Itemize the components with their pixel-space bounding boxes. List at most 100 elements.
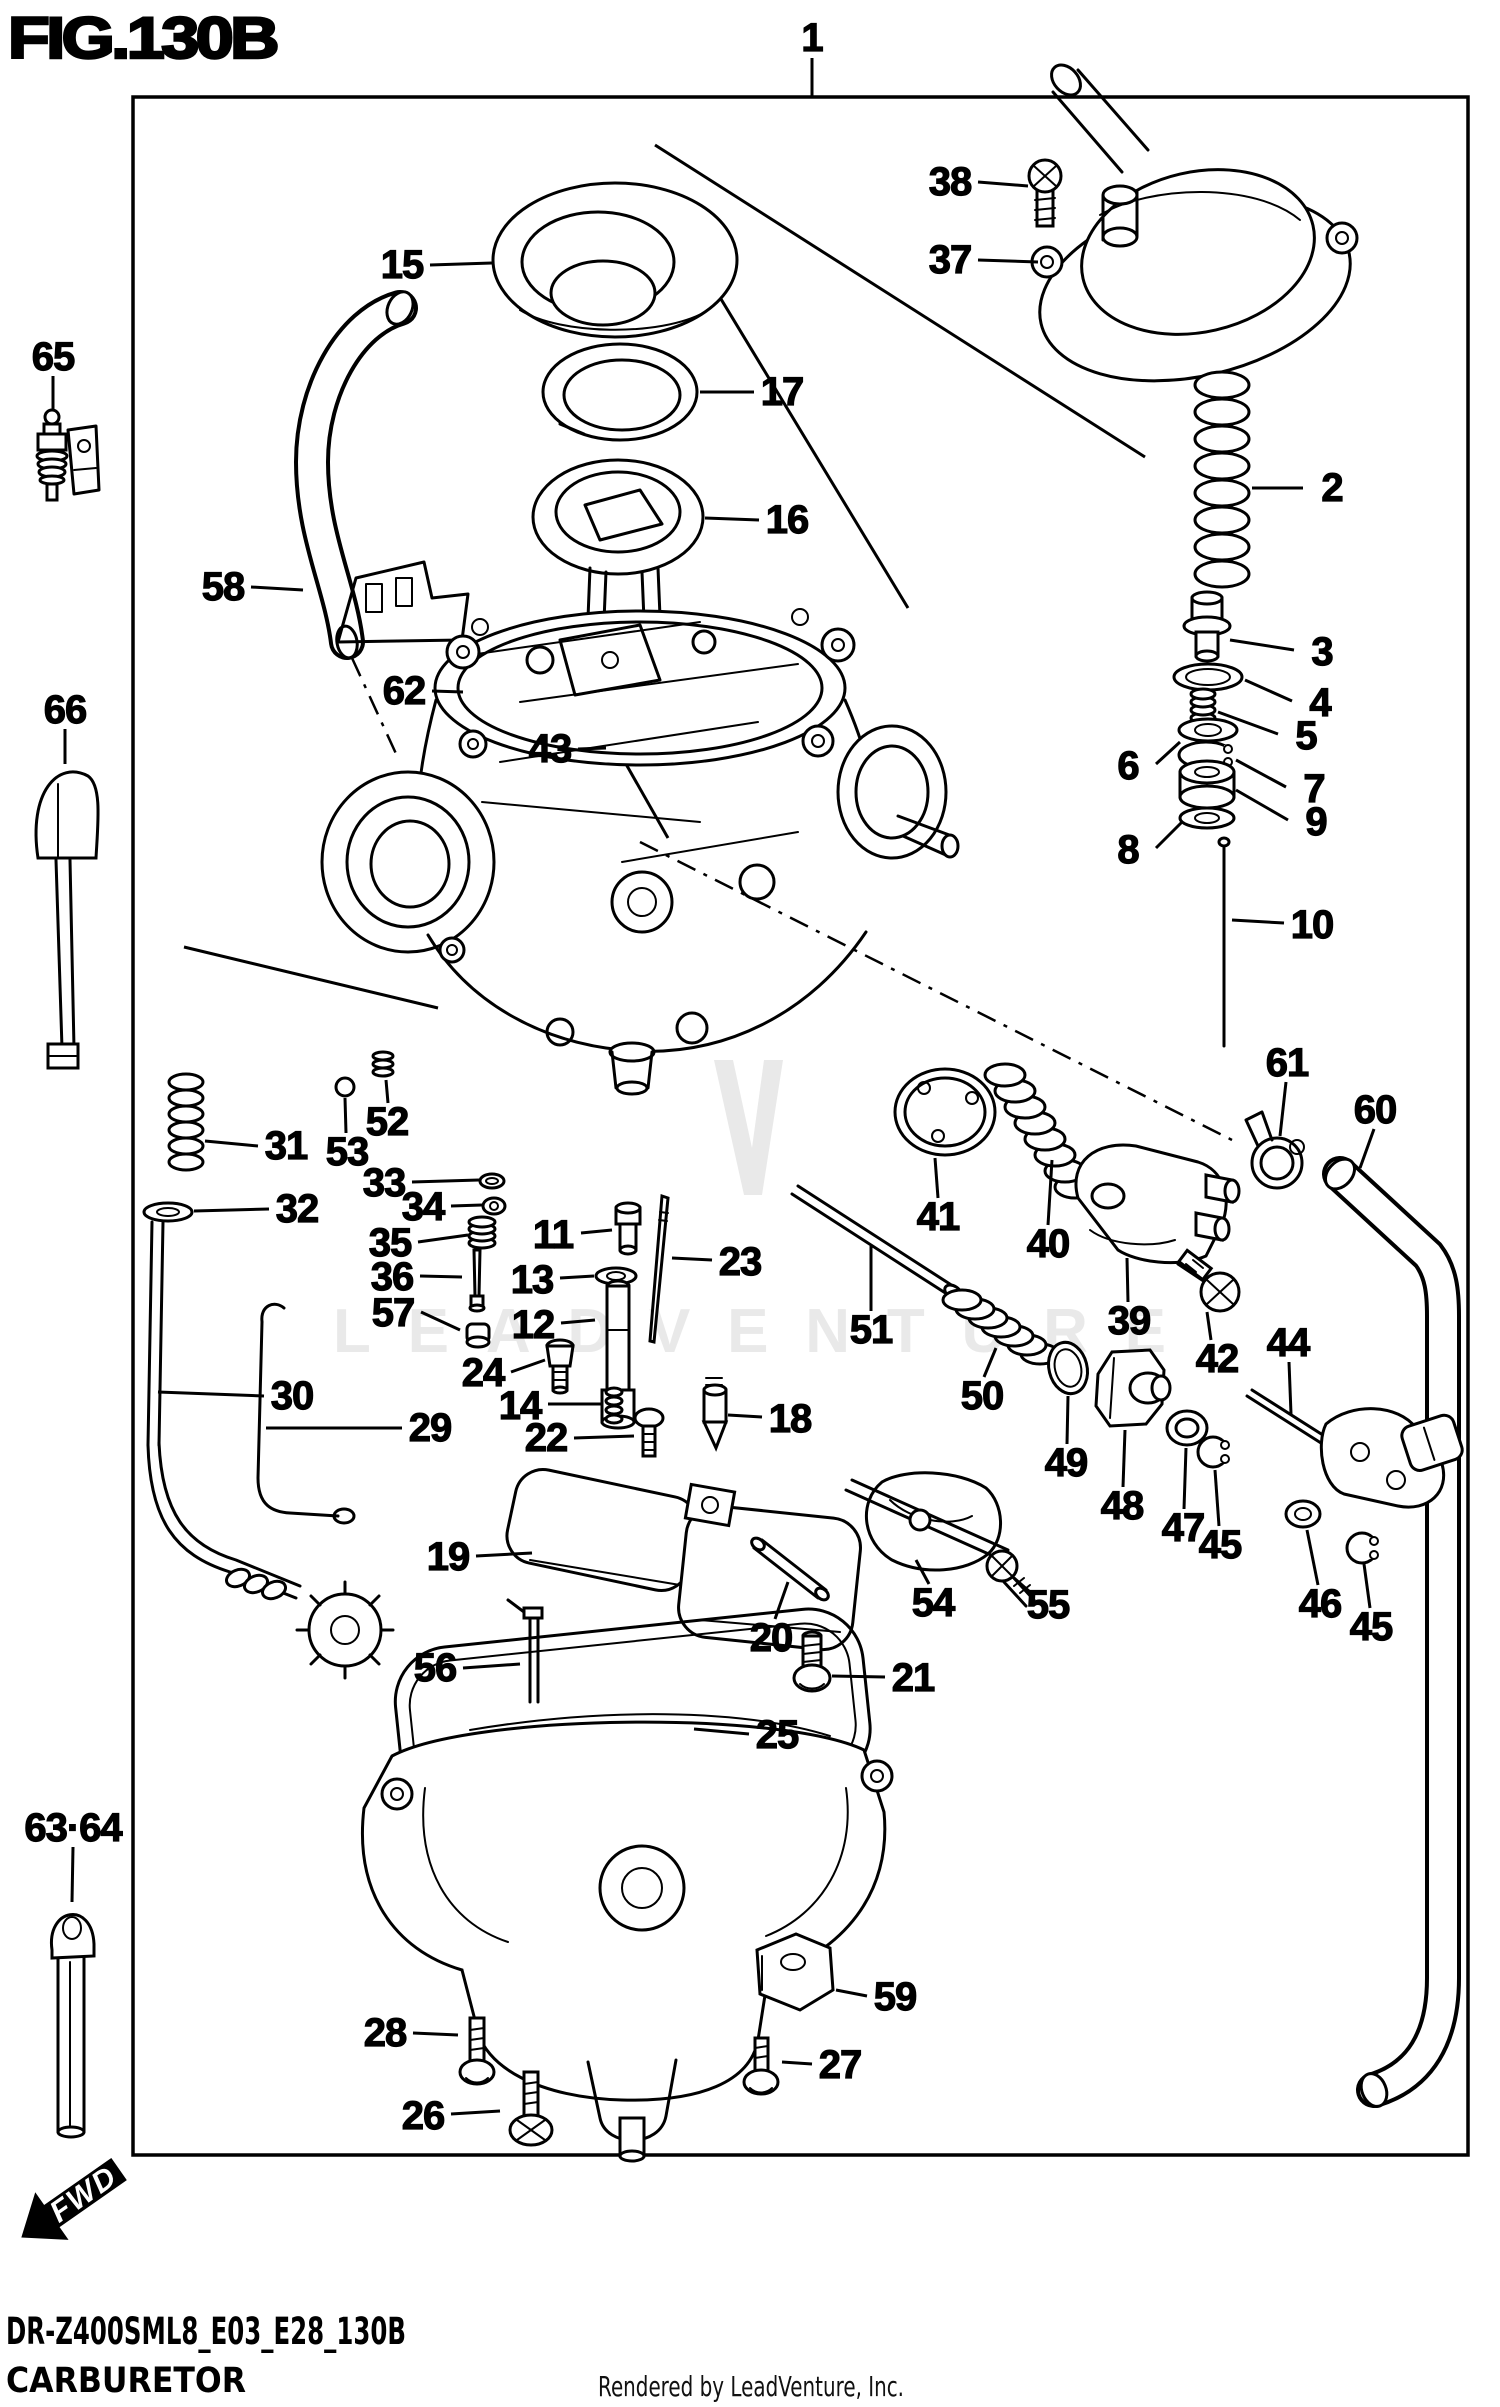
- leader-line-35: [417, 1233, 469, 1244]
- leader-line-28: [412, 2031, 459, 2037]
- part-callout-31: 31: [265, 1124, 308, 1168]
- part-callout-63·64: 63·64: [24, 1806, 123, 1850]
- part-callout-45: 45: [1350, 1605, 1393, 1649]
- leader-line-39: [1125, 1257, 1130, 1303]
- part-callout-29: 29: [409, 1406, 452, 1450]
- bracket-59-drawing: [755, 1932, 835, 2012]
- vent-hose-58-drawing: [293, 290, 418, 660]
- leader-line-57: [420, 1310, 461, 1332]
- part-callout-11: 11: [533, 1213, 574, 1257]
- sensor-66-drawing: [34, 770, 100, 1070]
- choke-spring-drawing: [142, 1072, 205, 1223]
- leader-line-60: [1358, 1128, 1376, 1169]
- leader-line-20: [773, 1581, 790, 1620]
- part-callout-58: 58: [202, 565, 245, 609]
- leader-line-6: [1154, 740, 1182, 766]
- leader-line-9: [1235, 788, 1289, 822]
- part-callout-6: 6: [1117, 744, 1138, 788]
- part-callout-22: 22: [525, 1416, 568, 1460]
- screw-21-drawing: [792, 1630, 832, 1693]
- part-callout-25: 25: [756, 1713, 799, 1757]
- part-callout-4: 4: [1309, 681, 1332, 725]
- part-callout-37: 37: [929, 238, 972, 282]
- leader-line-30: [157, 1390, 265, 1398]
- footer-credit: Rendered by LeadVenture, Inc.: [598, 2370, 904, 2403]
- leader-line-13: [559, 1274, 595, 1280]
- diaphragm-cover-drawing: [1030, 63, 1359, 383]
- part-callout-51: 51: [850, 1308, 893, 1352]
- part-callout-59: 59: [874, 1975, 917, 2019]
- leader-line-32: [193, 1207, 270, 1213]
- watermark-logo: [714, 1060, 783, 1195]
- carburetor-body-drawing: [320, 560, 960, 1096]
- screw-27-drawing: [742, 2036, 780, 2096]
- leader-line-19: [475, 1551, 533, 1558]
- part-callout-42: 42: [1196, 1337, 1239, 1381]
- leader-line-22: [573, 1434, 635, 1440]
- starter-plunger-drawing: [146, 1220, 395, 1680]
- leader-line-42: [1205, 1311, 1213, 1341]
- drain-hose-60-drawing: [1322, 1156, 1461, 2108]
- part-callout-56: 56: [414, 1646, 457, 1690]
- part-callout-5: 5: [1295, 714, 1317, 758]
- leader-line-41: [933, 1157, 940, 1199]
- float-pin-drawing: [506, 1598, 544, 1704]
- leader-line-43: [577, 746, 607, 751]
- part-callout-19: 19: [427, 1535, 470, 1579]
- leader-line-24: [510, 1358, 546, 1374]
- float-bowl-drawing: [361, 1713, 894, 2163]
- throttle-stop-set-drawing: [790, 1184, 1464, 1565]
- seat-ring-drawing: [491, 181, 739, 339]
- part-callout-12: 12: [512, 1303, 555, 1347]
- leader-line-23: [671, 1256, 713, 1262]
- part-callout-50: 50: [961, 1374, 1004, 1418]
- leader-line-56: [462, 1662, 521, 1670]
- leader-line-7: [1235, 758, 1287, 789]
- part-callout-17: 17: [761, 370, 804, 414]
- leader-line-12: [560, 1318, 596, 1325]
- part-callout-62: 62: [383, 669, 426, 713]
- leader-line-5: [1217, 710, 1279, 736]
- part-callout-53: 53: [326, 1130, 369, 1174]
- leader-line-16: [704, 516, 760, 522]
- part-callout-10: 10: [1291, 903, 1334, 947]
- leader-line-38: [977, 180, 1029, 188]
- part-callout-24: 24: [462, 1351, 506, 1395]
- part-callout-34: 34: [402, 1185, 446, 1229]
- part-callout-47: 47: [1162, 1506, 1205, 1550]
- leader-line-31: [204, 1139, 259, 1148]
- part-callout-15: 15: [381, 243, 424, 287]
- needle-holder-stack-drawing: [1172, 590, 1244, 1048]
- part-callout-13: 13: [511, 1258, 554, 1302]
- part-callout-61: 61: [1266, 1041, 1309, 1085]
- part-callout-3: 3: [1311, 630, 1332, 674]
- part-callout-18: 18: [769, 1397, 812, 1441]
- part-callout-7: 7: [1303, 767, 1324, 811]
- part-callout-57: 57: [372, 1291, 415, 1335]
- spring-seat-drawing: [541, 342, 699, 442]
- screw-26-drawing: [508, 2070, 554, 2147]
- part-callout-23: 23: [719, 1240, 762, 1284]
- leader-line-8: [1154, 820, 1184, 850]
- leader-line-25: [693, 1727, 750, 1736]
- leader-line-62: [431, 689, 464, 694]
- part-callout-49: 49: [1045, 1441, 1088, 1485]
- part-callout-45: 45: [1199, 1523, 1242, 1567]
- part-callout-65: 65: [32, 335, 75, 379]
- part-callout-21: 21: [892, 1656, 935, 1700]
- part-callout-39: 39: [1108, 1299, 1151, 1343]
- part-callout-28: 28: [364, 2011, 407, 2055]
- part-callout-27: 27: [819, 2043, 862, 2087]
- leader-line-3: [1229, 638, 1295, 652]
- figure-title: FIG.130B: [8, 6, 277, 71]
- part-callout-14: 14: [499, 1384, 543, 1428]
- leader-line-18: [727, 1413, 763, 1419]
- part-callout-48: 48: [1101, 1484, 1144, 1528]
- leader-line-26: [450, 2109, 501, 2116]
- leader-line-58: [250, 585, 304, 592]
- part-callout-30: 30: [271, 1374, 314, 1418]
- leader-line-49: [1065, 1395, 1070, 1445]
- clamp-61-drawing: [1244, 1110, 1305, 1190]
- leader-line-54: [914, 1559, 931, 1585]
